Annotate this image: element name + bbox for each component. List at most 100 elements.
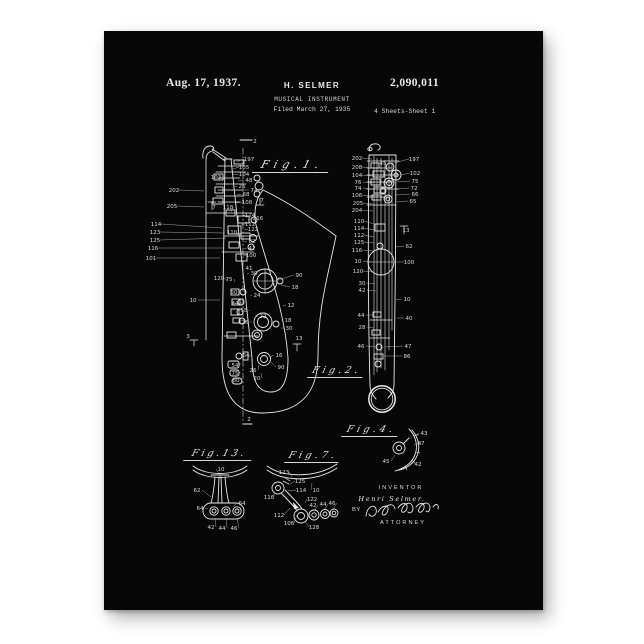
ref-number: 208 [352, 165, 363, 171]
ref-number: 122 [248, 227, 259, 233]
ref-number: 10 [355, 259, 362, 265]
ref-number: 30 [286, 326, 293, 332]
ref-number: 44 [320, 502, 327, 508]
ref-number: 68 [243, 192, 250, 198]
leader-line [179, 190, 204, 191]
ref-number: 46 [329, 501, 336, 507]
leader-line [385, 346, 403, 347]
ref-number: 90 [278, 365, 285, 371]
ref-number: 62 [194, 488, 201, 494]
leader-line [414, 443, 416, 446]
ref-number: 45 [383, 459, 390, 465]
ref-number: 86 [404, 354, 411, 360]
ref-number: 108 [242, 200, 253, 206]
ref-number: 116 [352, 248, 363, 254]
leader-line [237, 194, 241, 195]
ref-number: 22 [260, 314, 267, 320]
leader-line [362, 250, 373, 251]
ref-number: 75 [412, 179, 419, 185]
leader-line [160, 238, 226, 240]
ref-number: 44 [358, 313, 365, 319]
ref-number: 103 [211, 175, 222, 181]
ref-number: 75 [226, 277, 233, 283]
ref-number: 12 [288, 303, 295, 309]
figure-label-fig7: Fig.7. [284, 450, 342, 463]
ref-number: 26 [250, 368, 257, 374]
leader-line [271, 362, 276, 367]
tube-end-ring [369, 386, 395, 412]
leader-line [391, 455, 395, 461]
ref-number: 30 [359, 281, 366, 287]
leader-line [249, 310, 250, 311]
ref-number: 205 [167, 204, 178, 210]
ref-number: 40 [406, 316, 413, 322]
ref-number: 20 [254, 376, 261, 382]
ref-number: 42 [208, 525, 215, 531]
leader-line [278, 275, 294, 280]
ref-number: 30 [251, 271, 258, 277]
ref-number: 87 [418, 441, 425, 447]
ref-number: 66 [412, 192, 419, 198]
mouthpiece [203, 146, 214, 160]
ref-number: 10 [404, 297, 411, 303]
leader-line [202, 490, 211, 497]
ref-number: 3 [186, 334, 190, 340]
ref-number: 28 [359, 325, 366, 331]
leader-line [161, 224, 222, 228]
ref-number: 10 [218, 467, 225, 473]
ref-number: 47 [405, 344, 412, 350]
leader-line [364, 228, 374, 230]
reference-numbers: 2277313131971051041034826746810820220511… [146, 139, 428, 532]
figure-label-fig1: Fig.1. [252, 158, 332, 173]
ref-number: 46 [358, 344, 365, 350]
leader-line [366, 346, 375, 347]
figure-label-fig4: Fig.4. [341, 424, 401, 437]
ref-number: 104 [352, 173, 363, 179]
ref-number: 16 [276, 353, 283, 359]
ref-number: 116 [264, 495, 275, 501]
ref-number: 45 [380, 161, 387, 167]
attorney-label: ATTORNEY [372, 520, 434, 526]
ref-number: 42 [415, 462, 422, 468]
ref-number: 125 [150, 238, 161, 244]
figure-label-fig13: Fig.13. [183, 448, 255, 461]
ref-number: 24 [254, 293, 261, 299]
ref-number: 112 [354, 233, 365, 239]
leader-line [367, 327, 374, 328]
ref-number: 116 [148, 246, 159, 252]
ref-number: 2 [253, 139, 257, 145]
leader-line [363, 261, 372, 262]
attorney-signature [366, 503, 438, 516]
bell-rim [255, 190, 336, 236]
ref-number: 18 [285, 318, 292, 324]
ref-number: 114 [296, 488, 307, 494]
ref-number: 48 [246, 178, 253, 184]
patent-number: 2,090,011 [390, 77, 439, 89]
leader-line [362, 195, 373, 196]
ref-number: 204 [352, 208, 363, 214]
leader-line [226, 518, 227, 528]
leader-line [362, 210, 373, 211]
ref-number: 125 [354, 240, 365, 246]
leader-line [205, 508, 208, 509]
ref-number: 13 [296, 336, 303, 342]
leader-line [244, 241, 247, 242]
ref-number: 128 [309, 525, 320, 531]
leader-line [234, 279, 235, 282]
leader-line [397, 201, 408, 202]
ref-number: 123 [279, 470, 290, 476]
ref-number: 114 [354, 226, 365, 232]
ref-number: 74 [355, 186, 362, 192]
ref-number: 58 [241, 308, 248, 314]
ref-number: 118 [223, 205, 234, 211]
leader-line [390, 159, 409, 164]
ref-number: 105 [239, 165, 250, 171]
leader-line [160, 232, 224, 233]
ref-number: 64 [243, 353, 250, 359]
patent-title: MUSICAL INSTRUMENT [256, 96, 368, 103]
ref-number: 120 [214, 276, 225, 282]
leader-line [250, 295, 252, 296]
leader-line [258, 365, 259, 370]
ref-number: 106 [284, 521, 295, 527]
